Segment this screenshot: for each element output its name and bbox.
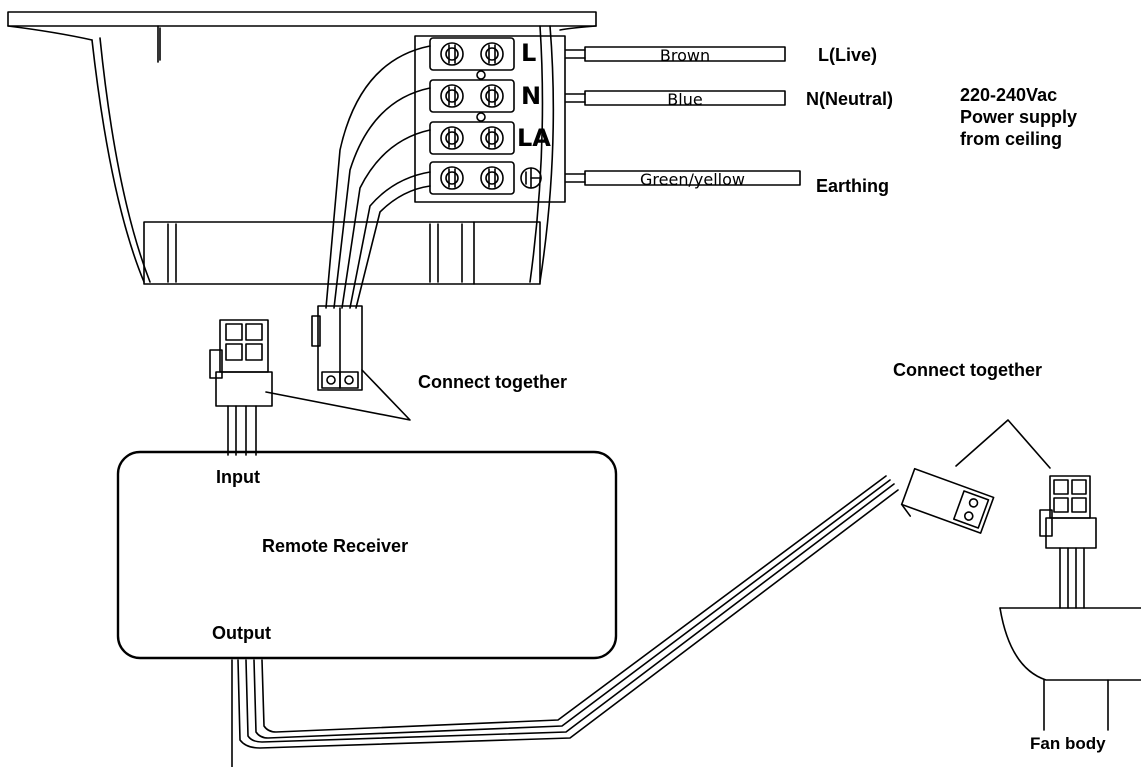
receiver-input-label: Input bbox=[216, 467, 260, 487]
wire-color-brown: Brown bbox=[659, 46, 711, 65]
fan-output-connector bbox=[900, 467, 995, 534]
supply-line-3: from ceiling bbox=[960, 129, 1063, 149]
earth-ground-icon bbox=[520, 167, 542, 189]
terminal-label-neutral: N bbox=[521, 82, 542, 110]
terminal-label-live: L bbox=[521, 39, 537, 67]
terminal-block bbox=[414, 35, 566, 203]
terminal-label-la: LA bbox=[517, 124, 551, 152]
supply-wire-leads bbox=[565, 46, 801, 186]
fan-body-connector bbox=[1039, 475, 1097, 609]
screw-terminal-icon bbox=[440, 42, 504, 190]
canopy-internal-wires bbox=[325, 45, 431, 309]
remote-receiver-box bbox=[116, 450, 618, 660]
wire-function-neutral: N(Neutral) bbox=[806, 89, 894, 109]
ceiling-canopy bbox=[7, 11, 597, 285]
receiver-title: Remote Receiver bbox=[262, 536, 409, 556]
connect-together-label-left: Connect together bbox=[418, 372, 568, 392]
power-supply-note: 220-240Vac Power supply from ceiling bbox=[960, 84, 1077, 150]
wire-function-earthing: Earthing bbox=[816, 176, 890, 196]
wire-function-live: L(Live) bbox=[818, 45, 878, 65]
fan-body-shape bbox=[999, 607, 1141, 731]
connect-pointer-right bbox=[955, 419, 1051, 469]
connect-together-label-right: Connect together bbox=[893, 360, 1043, 380]
connect-pointer-left bbox=[265, 369, 411, 421]
receiver-input-connector bbox=[209, 319, 273, 456]
supply-line-2: Power supply bbox=[960, 107, 1078, 127]
supply-line-1: 220-240Vac bbox=[960, 85, 1058, 105]
fan-body-label: Fan body bbox=[1030, 734, 1106, 753]
wire-color-green-yellow: Green/yellow bbox=[640, 170, 745, 189]
wire-color-blue: Blue bbox=[667, 90, 703, 109]
receiver-output-wires bbox=[231, 475, 899, 767]
receiver-output-label: Output bbox=[212, 623, 271, 643]
connector-plug-icon bbox=[311, 305, 363, 391]
